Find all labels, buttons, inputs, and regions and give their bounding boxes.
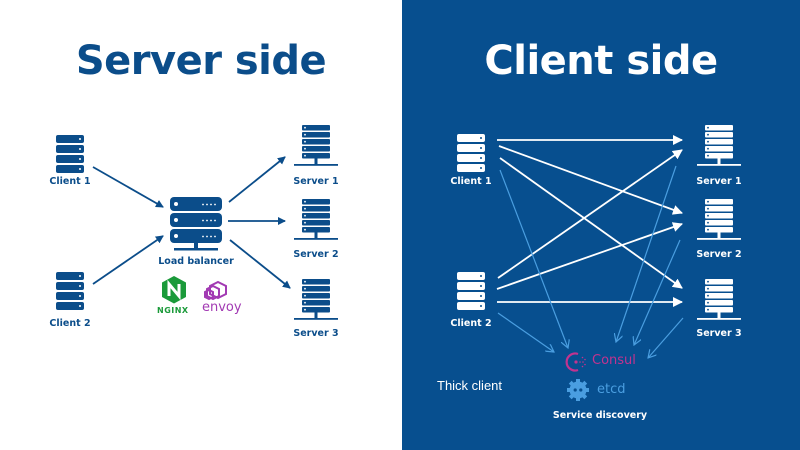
load-balancer-icon bbox=[170, 197, 222, 251]
client1-server-icon-right bbox=[457, 134, 485, 172]
server1-icon bbox=[294, 125, 338, 166]
thick-client-caption: Thick client bbox=[437, 378, 503, 393]
envoy-logo bbox=[204, 280, 227, 301]
arrow-c1-to-discovery bbox=[499, 169, 568, 348]
server2-icon-right bbox=[697, 199, 741, 240]
consul-logo bbox=[565, 352, 586, 372]
client-side-server1-label: Server 1 bbox=[696, 176, 742, 187]
arrow-client2-to-lb bbox=[92, 235, 164, 285]
client-side-client1-label: Client 1 bbox=[450, 176, 492, 187]
arrow-s2-to-discovery bbox=[634, 239, 681, 345]
client-side-server2-label: Server 2 bbox=[696, 249, 742, 260]
server-side-title: Server side bbox=[75, 38, 327, 84]
consul-logo-text: Consul bbox=[592, 353, 636, 368]
arrow-lb-to-server1 bbox=[228, 156, 286, 203]
load-balancer-label: Load balancer bbox=[158, 256, 234, 267]
server3-icon-right bbox=[697, 279, 741, 320]
arrow-c2-to-discovery bbox=[497, 312, 554, 352]
nginx-logo-text: NGINX bbox=[157, 306, 189, 315]
client2-server-icon bbox=[56, 272, 84, 310]
server-side-client1-label: Client 1 bbox=[49, 176, 91, 187]
arrow-c1-to-s2 bbox=[498, 145, 683, 215]
service-discovery-label: Service discovery bbox=[552, 410, 648, 421]
arrow-s1-to-discovery bbox=[616, 165, 677, 342]
client2-server-icon-right bbox=[457, 272, 485, 310]
envoy-logo-text: envoy bbox=[202, 300, 242, 315]
server3-icon bbox=[294, 279, 338, 320]
server1-icon-right bbox=[697, 125, 741, 166]
etcd-logo-text: etcd bbox=[597, 382, 626, 397]
client-side-server3-label: Server 3 bbox=[696, 328, 742, 339]
arrow-lb-to-server3 bbox=[229, 239, 291, 289]
arrow-c2-to-s2 bbox=[496, 222, 683, 290]
server-side-server2-label: Server 2 bbox=[293, 249, 339, 260]
server-side-server3-label: Server 3 bbox=[293, 328, 339, 339]
arrow-client1-to-lb bbox=[92, 166, 164, 208]
client-side-panel bbox=[402, 0, 800, 450]
arrow-c2-to-s1 bbox=[497, 149, 683, 279]
nginx-logo bbox=[162, 276, 186, 304]
arrow-c1-to-s3 bbox=[499, 157, 683, 289]
server-side-server1-label: Server 1 bbox=[293, 176, 339, 187]
server2-icon bbox=[294, 199, 338, 240]
client1-server-icon bbox=[56, 135, 84, 173]
client-side-title: Client side bbox=[484, 38, 718, 84]
arrow-s3-to-discovery bbox=[648, 317, 684, 358]
client-side-client2-label: Client 2 bbox=[450, 318, 492, 329]
server-side-client2-label: Client 2 bbox=[49, 318, 91, 329]
etcd-logo bbox=[567, 379, 589, 401]
